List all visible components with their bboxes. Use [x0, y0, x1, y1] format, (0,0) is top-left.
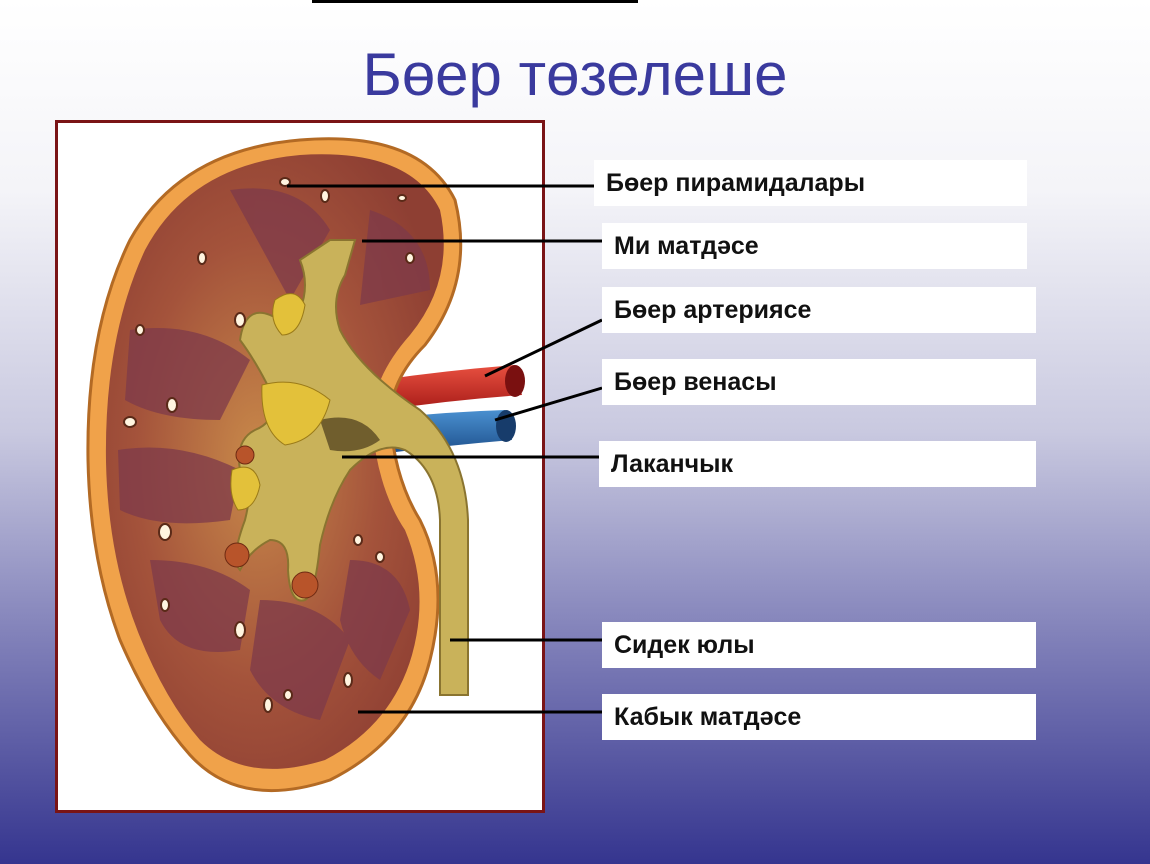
pyramids	[118, 188, 430, 720]
papillae	[224, 445, 319, 599]
label-pyramids: Бөер пирамидалары	[594, 160, 1027, 206]
label-vein-text: Бөер венасы	[614, 367, 777, 396]
label-artery: Бөер артериясе	[602, 287, 1036, 333]
label-pelvis: Лаканчык	[599, 441, 1036, 487]
pointer-lines	[287, 184, 603, 714]
label-cortex-text: Кабык матдәсе	[614, 702, 802, 731]
label-artery-text: Бөер артериясе	[614, 295, 812, 324]
top-rule	[312, 0, 638, 3]
small-vessels	[123, 177, 415, 713]
label-vein: Бөер венасы	[602, 359, 1036, 405]
page-title: Бөер төзелеше	[362, 41, 788, 108]
label-cortex: Кабык матдәсе	[602, 694, 1036, 740]
label-medulla-text: Ми матдәсе	[614, 231, 759, 260]
pointer-artery	[484, 318, 603, 378]
artery-opening	[505, 365, 525, 397]
label-pelvis-text: Лаканчык	[611, 449, 733, 478]
label-pyramids-text: Бөер пирамидалары	[606, 168, 866, 197]
renal-fat	[230, 293, 331, 511]
label-ureter-text: Сидек юлы	[614, 630, 755, 659]
pelvis-shadow	[320, 417, 380, 452]
label-ureter: Сидек юлы	[602, 622, 1036, 668]
label-medulla: Ми матдәсе	[602, 223, 1027, 269]
pointer-vein	[494, 386, 603, 422]
